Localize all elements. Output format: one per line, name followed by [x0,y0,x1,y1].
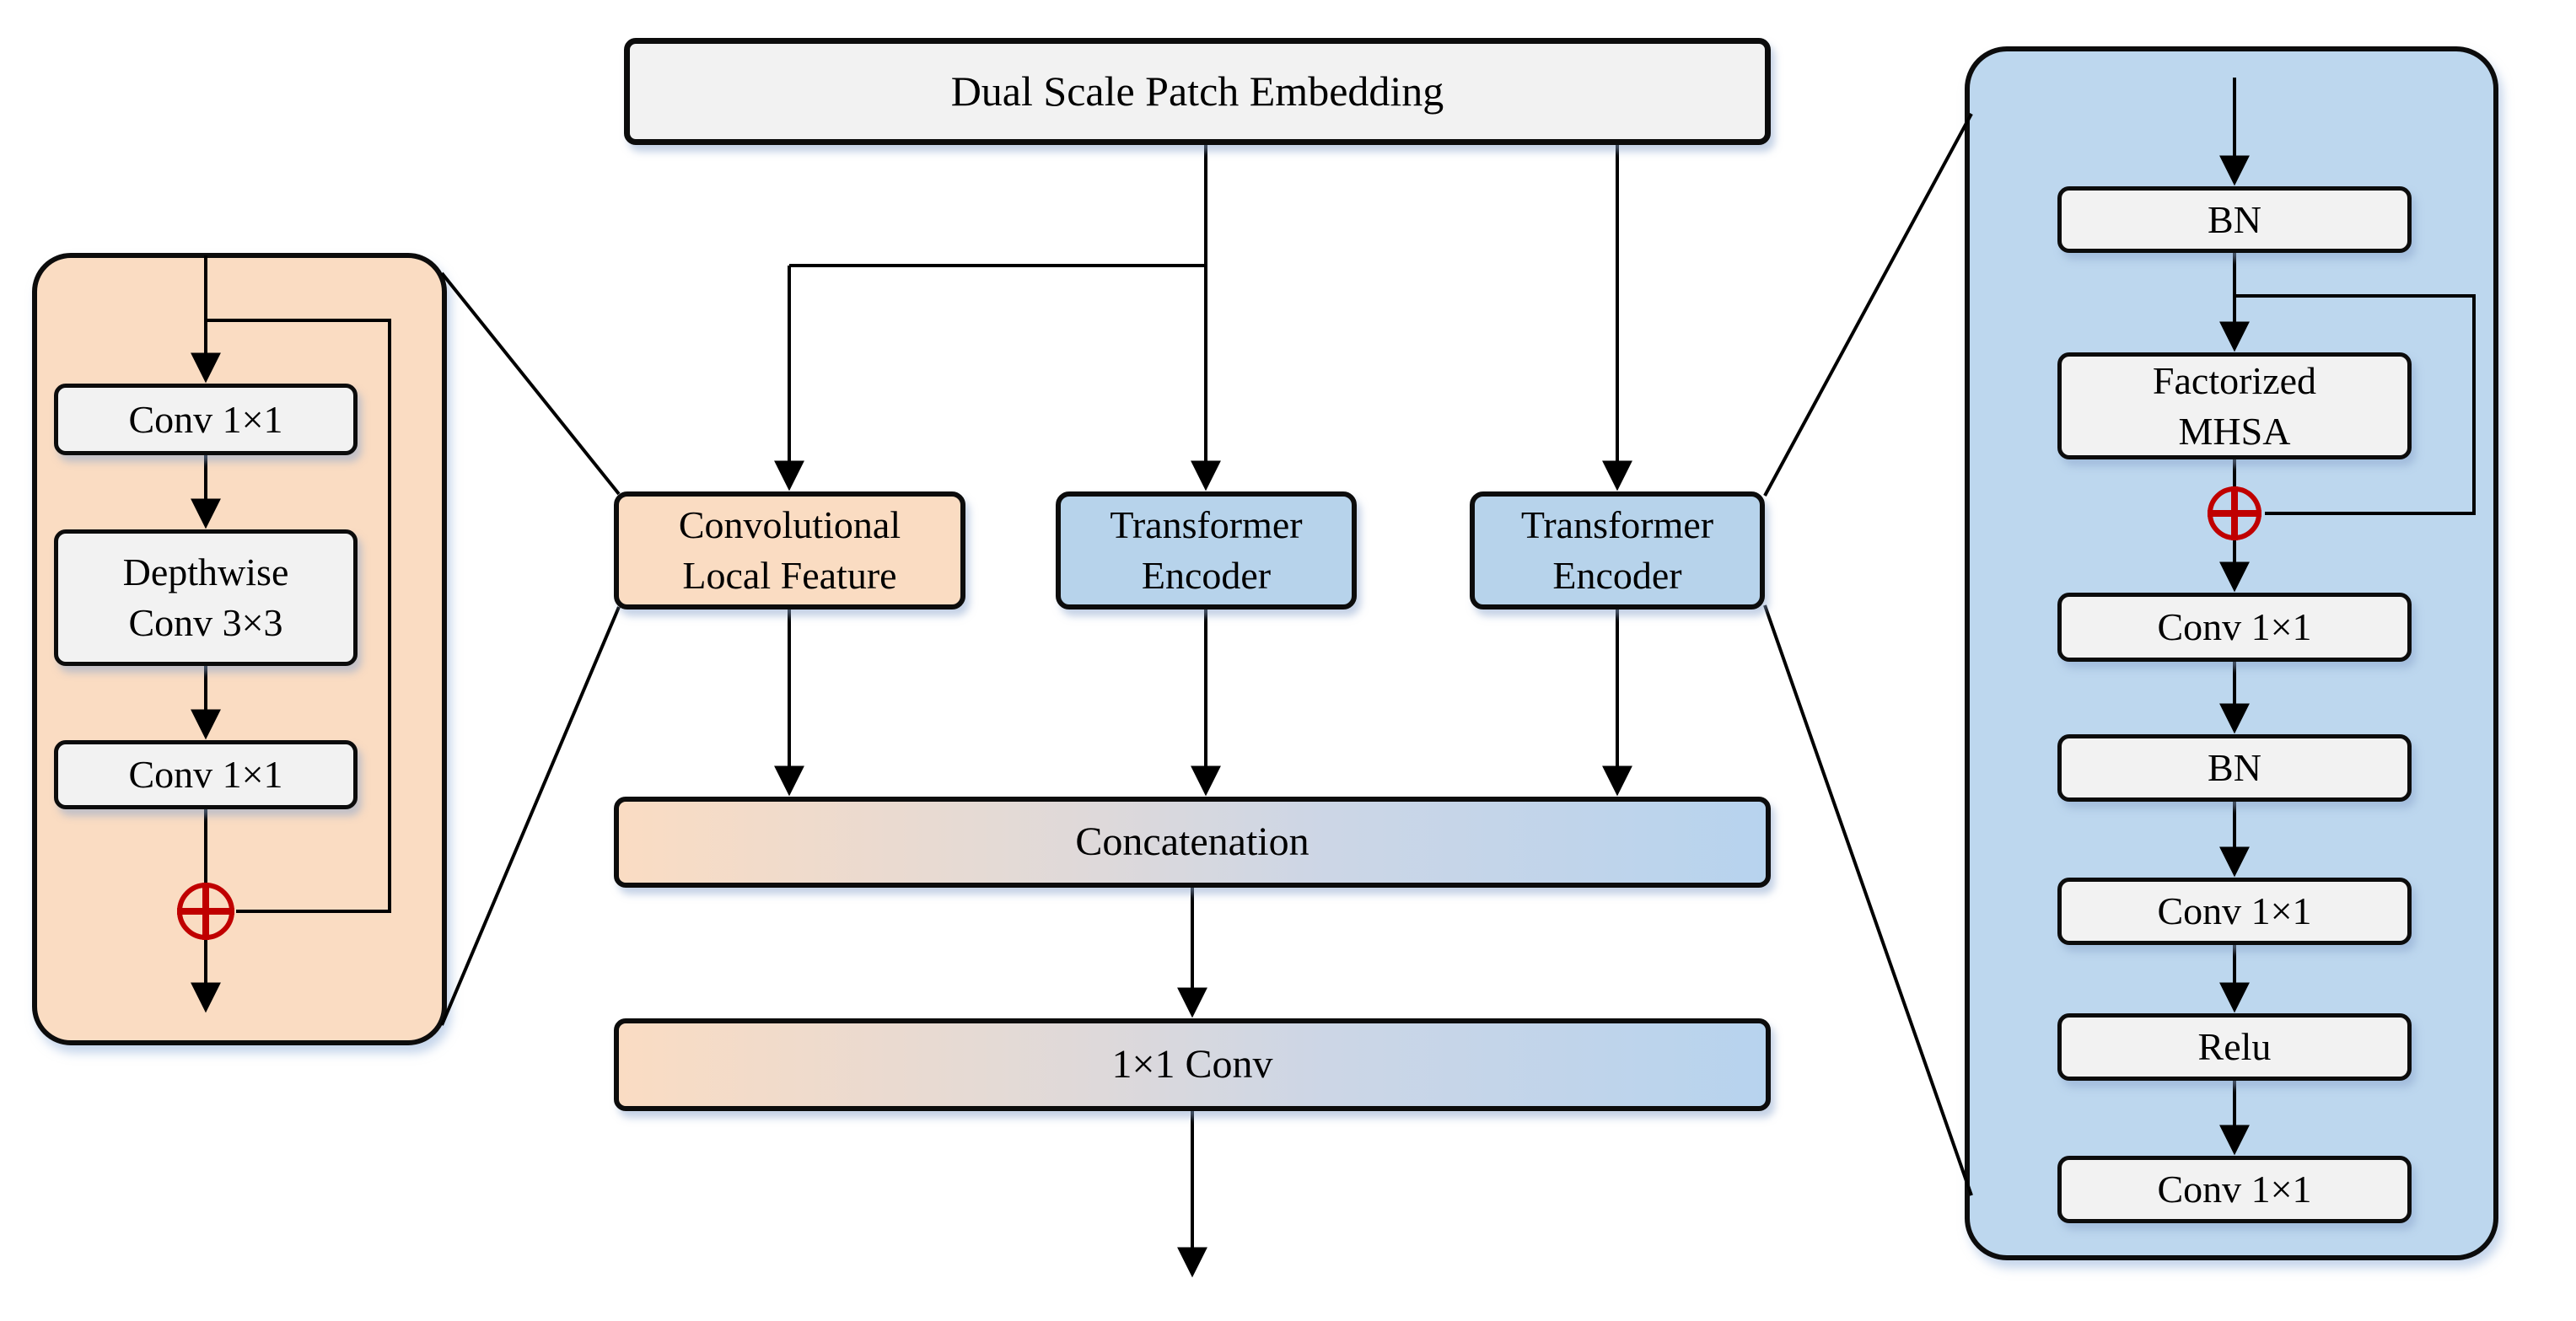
dual-scale-patch-embedding-box: Dual Scale Patch Embedding [624,38,1771,145]
right-conv-1x1-c-box: Conv 1×1 [2057,1156,2412,1223]
depthwise-conv-3x3-box: Depthwise Conv 3×3 [54,529,358,666]
factorized-mhsa-box: Factorized MHSA [2057,352,2412,459]
right-callout-top-diagonal [1763,113,1973,497]
left-conv-1x1-a-box: Conv 1×1 [54,384,358,455]
concatenation-box: Concatenation [614,797,1771,888]
left-conv-1x1-b-box: Conv 1×1 [54,740,358,809]
left-add-icon-bar-v [202,883,209,940]
right-conv-1x1-b-box: Conv 1×1 [2057,878,2412,945]
right-relu-box: Relu [2057,1013,2412,1081]
transformer-encoder-right-box: Transformer Encoder [1470,491,1765,609]
left-add-icon [177,883,234,940]
convolutional-local-feature-box: Convolutional Local Feature [614,491,965,609]
right-callout-bottom-diagonal [1763,604,1973,1196]
right-bn-b-box: BN [2057,734,2412,802]
right-bn-a-box: BN [2057,186,2412,253]
right-conv-1x1-a-box: Conv 1×1 [2057,593,2412,662]
left-callout-top-diagonal [440,271,621,496]
final-1x1-conv-box: 1×1 Conv [614,1018,1771,1111]
right-add-icon-bar-v [2231,486,2238,540]
right-skip-connection [2235,294,2476,515]
transformer-encoder-left-box: Transformer Encoder [1056,491,1357,609]
left-skip-connection [206,319,391,913]
left-callout-bottom-diagonal [440,606,621,1026]
right-add-icon [2208,486,2261,540]
